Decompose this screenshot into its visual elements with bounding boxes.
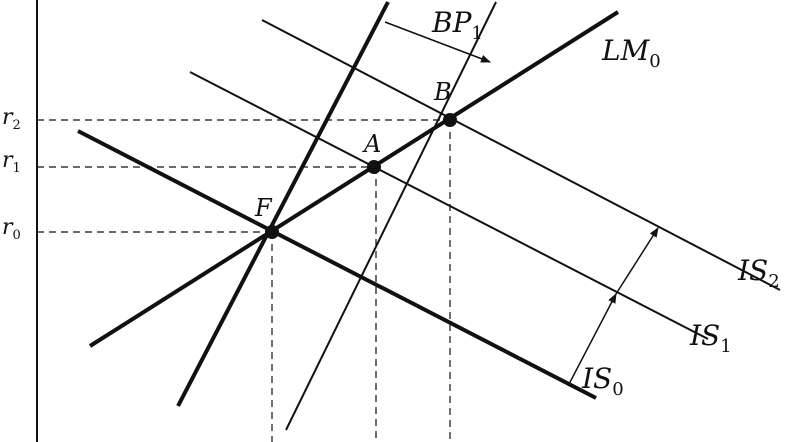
is2-label: IS2: [737, 254, 780, 292]
point-a-label: A: [362, 130, 381, 158]
r1-tick-sub: 1: [13, 161, 21, 176]
is1-curve: [189, 71, 709, 340]
is1-label: IS1: [689, 319, 732, 357]
bp1-curve: [285, 1, 497, 431]
r2-tick-name: r: [2, 105, 14, 130]
bp-shift-arrow: [384, 21, 491, 63]
is2-label-sub: 2: [768, 271, 779, 292]
bp0-curve: [176, 1, 390, 407]
lm0-curve: [88, 10, 620, 348]
is0-label-name: IS: [581, 362, 612, 395]
is1-label-name: IS: [689, 319, 720, 352]
guide-lines: [37, 119, 451, 442]
lm0-label-name: LM: [601, 34, 651, 67]
is-shift-arrow-upper: [615, 227, 659, 295]
r1-tick-label: r1: [2, 148, 21, 176]
point-f-marker: [265, 225, 279, 239]
is1-label-sub: 1: [720, 336, 731, 357]
r0-tick-name: r: [2, 215, 14, 240]
point-b-marker: [443, 113, 457, 127]
bp1-label: BP1: [431, 6, 483, 44]
bp1-label-name: BP: [431, 6, 473, 39]
is-shift-arrow-lower: [567, 293, 617, 387]
is2-curve: [261, 19, 781, 291]
r2-tick-label: r2: [2, 105, 21, 133]
point-f-label: F: [254, 194, 273, 222]
bp1-label-sub: 1: [471, 23, 482, 44]
r2-tick-sub: 2: [13, 118, 21, 133]
r0-tick-label: r0: [2, 215, 21, 243]
r0-tick-sub: 0: [13, 228, 21, 243]
lm0-label-sub: 0: [649, 51, 660, 72]
is0-label-sub: 0: [612, 379, 623, 400]
is0-label: IS0: [581, 362, 624, 400]
point-b-label: B: [433, 78, 452, 106]
point-a-marker: [367, 160, 381, 174]
r1-tick-name: r: [2, 148, 14, 173]
lm0-label: LM0: [601, 34, 661, 72]
is2-label-name: IS: [737, 254, 768, 287]
is0-curve: [77, 129, 597, 400]
